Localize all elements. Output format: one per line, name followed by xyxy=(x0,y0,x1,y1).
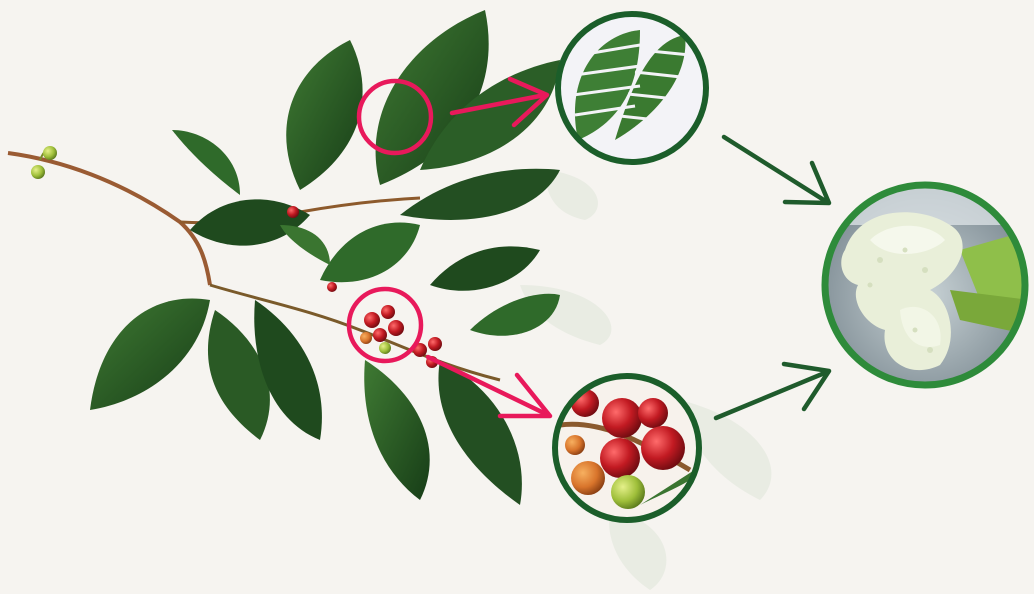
green-bud xyxy=(43,146,57,160)
leaf-explant-image xyxy=(555,10,715,170)
green-bud xyxy=(31,165,45,179)
leaf xyxy=(280,225,330,265)
leaf xyxy=(90,298,210,410)
leaf xyxy=(364,360,429,500)
green-bud xyxy=(327,282,337,292)
green-arrow-berry-to-callus-icon xyxy=(716,364,829,418)
leaf xyxy=(400,169,560,220)
green-bud xyxy=(287,206,299,218)
leaf xyxy=(470,294,560,336)
leaf xyxy=(172,130,240,195)
coffee-branch xyxy=(8,10,560,505)
green-arrow-leaf-to-callus-icon xyxy=(724,137,829,203)
leaf xyxy=(286,40,362,190)
leaf xyxy=(320,222,420,282)
leaf xyxy=(430,246,540,290)
callus-tissue-image xyxy=(825,185,1030,385)
coffee-berries-image xyxy=(550,370,710,530)
